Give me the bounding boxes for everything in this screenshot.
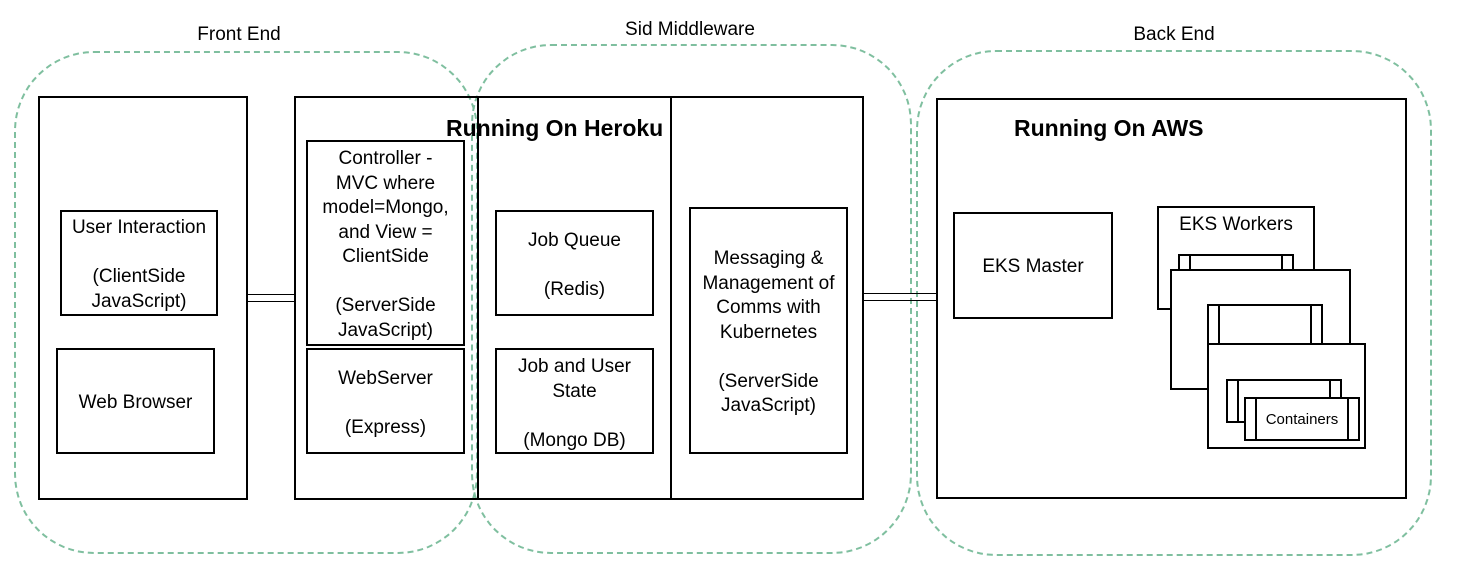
messaging-box xyxy=(689,207,848,454)
eks-master-box xyxy=(953,212,1113,319)
job-queue-box xyxy=(495,210,654,316)
webserver-box xyxy=(306,348,465,454)
web-browser-label: Web Browser xyxy=(78,392,193,413)
pod-back-inner xyxy=(1218,304,1312,348)
controller-label: Controller - MVC where model=Mongo, and … xyxy=(322,148,449,341)
heroku-container xyxy=(294,96,864,500)
heroku-aws-connector xyxy=(863,293,937,301)
job-user-state-label: Job and User State (Mongo DB) xyxy=(517,356,631,451)
back-end-zone xyxy=(916,50,1432,556)
middleware-zone xyxy=(471,44,912,554)
containers-label: Containers xyxy=(1265,411,1339,428)
eks-workers-label: EKS Workers xyxy=(1179,214,1293,235)
user-interaction-box xyxy=(60,210,218,316)
aws-container xyxy=(936,98,1407,499)
heroku-title: Running On Heroku xyxy=(446,115,664,141)
webserver-label: WebServer (Express) xyxy=(338,368,433,438)
user-interaction-label: User Interaction (ClientSide JavaScript) xyxy=(71,217,207,312)
messaging-label: Messaging & Management of Comms with Kub… xyxy=(702,248,835,416)
job-user-state-box xyxy=(495,348,654,454)
aws-title: Running On AWS xyxy=(1014,115,1204,141)
client-server-connector xyxy=(247,294,295,302)
eks-master-label: EKS Master xyxy=(982,256,1084,277)
heroku-divider-1 xyxy=(477,96,479,500)
job-queue-label: Job Queue (Redis) xyxy=(528,230,621,300)
controller-box xyxy=(306,140,465,346)
container-box-inner xyxy=(1255,397,1349,441)
heroku-divider-2 xyxy=(670,96,672,500)
middleware-label: Sid Middleware xyxy=(625,19,755,40)
back-end-label: Back End xyxy=(1133,24,1215,45)
front-end-label: Front End xyxy=(197,24,281,45)
web-browser-box xyxy=(56,348,215,454)
